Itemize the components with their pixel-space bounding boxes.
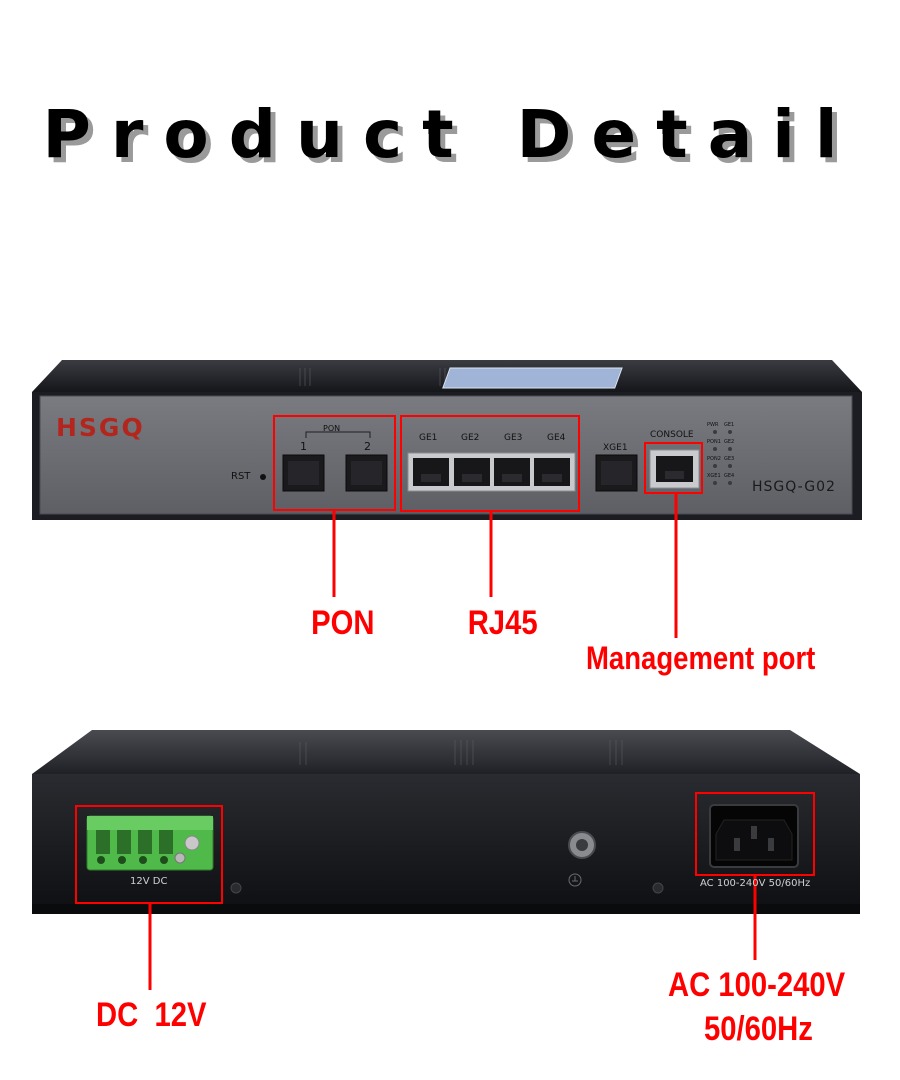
ac-label: AC 100-240V 50/60Hz bbox=[700, 878, 811, 889]
callout-leaders bbox=[148, 493, 757, 990]
callout-ac-frequency: 50/60Hz bbox=[704, 1010, 813, 1048]
dc-terminal-block bbox=[86, 815, 214, 871]
callout-dc: DC 12V bbox=[96, 996, 207, 1034]
led-label-ge1: GE1 bbox=[724, 422, 735, 428]
model-label: HSGQ-G02 bbox=[752, 479, 836, 495]
page-title: Product Detail bbox=[42, 96, 858, 173]
rear-panel bbox=[32, 730, 860, 914]
ge3-label: GE3 bbox=[504, 433, 523, 443]
console-label: CONSOLE bbox=[650, 430, 694, 440]
led-label-pon1: PON1 bbox=[707, 439, 721, 445]
callout-ac-voltage: AC 100-240V bbox=[668, 966, 846, 1004]
pon-port-1-label: 1 bbox=[300, 440, 307, 453]
pon-group-label: PON bbox=[323, 424, 341, 433]
xge-label: XGE1 bbox=[603, 443, 628, 453]
ac-inlet bbox=[709, 804, 799, 868]
rj45-port-group bbox=[407, 452, 576, 492]
highlight-overlays bbox=[75, 415, 815, 904]
callout-pon: PON bbox=[311, 604, 375, 642]
reset-label: RST bbox=[231, 471, 251, 482]
dc-label: 12V DC bbox=[130, 876, 168, 887]
led-label-xge1: XGE1 bbox=[707, 473, 721, 479]
ge2-label: GE2 bbox=[461, 433, 480, 443]
callout-rj45: RJ45 bbox=[467, 604, 538, 642]
pon-port-2-label: 2 bbox=[364, 440, 371, 453]
led-label-pwr: PWR bbox=[707, 422, 719, 428]
led-label-pon2: PON2 bbox=[707, 456, 721, 462]
front-panel bbox=[32, 360, 862, 520]
ge4-label: GE4 bbox=[547, 433, 566, 443]
ge1-label: GE1 bbox=[419, 433, 438, 443]
led-label-ge3: GE3 bbox=[724, 456, 735, 462]
callout-management-port: Management port bbox=[586, 640, 816, 676]
console-highlight bbox=[644, 442, 703, 494]
led-label-ge2: GE2 bbox=[724, 439, 735, 445]
led-label-ge4: GE4 bbox=[724, 473, 735, 479]
brand-logo: HSGQ bbox=[56, 413, 145, 442]
